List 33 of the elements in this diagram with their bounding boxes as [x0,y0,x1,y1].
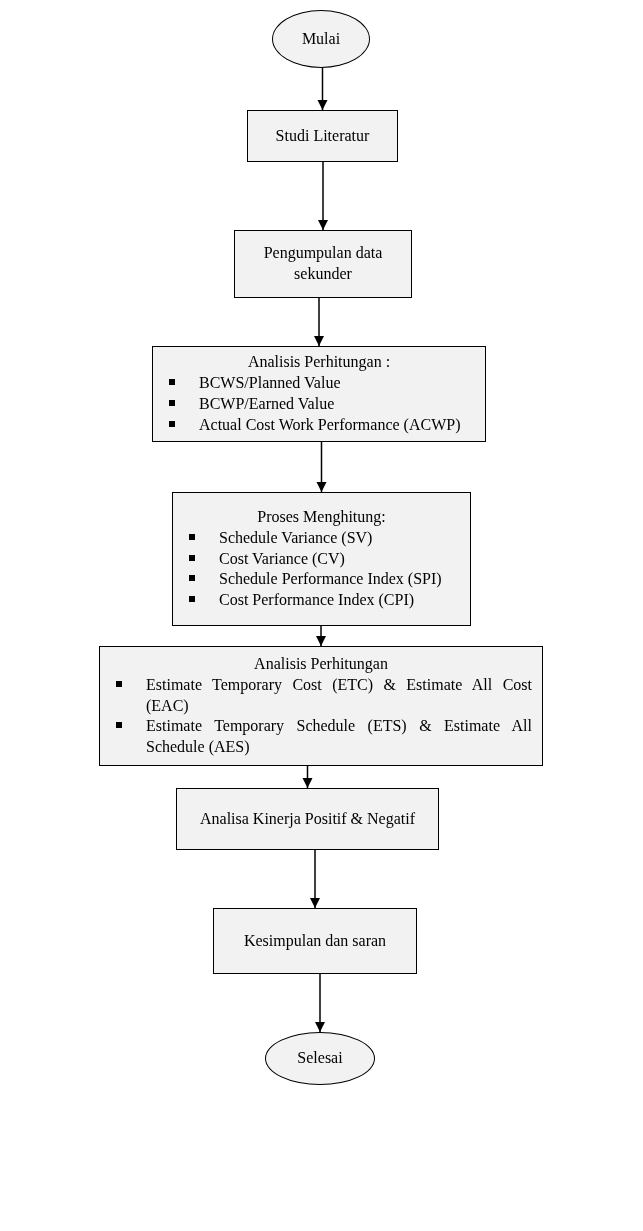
arrow [313,297,325,347]
arrow [314,973,326,1033]
arrow [317,67,328,111]
step-heading: Analisis Perhitungan : [246,352,392,373]
list-item: BCWS/Planned Value [199,373,341,394]
step-heading: Proses Menghitung: [256,507,387,528]
step-label: Kesimpulan dan saran [242,930,388,952]
list-item: Cost Performance Index (CPI) [219,590,415,611]
list-item: Schedule Variance (SV) [219,527,373,549]
list-item: Actual Cost Work Performance (ACWP) [199,414,461,435]
process-box [172,492,471,626]
step-label: Analisa Kinerja Positif & Negatif [198,808,417,830]
list-item: Estimate Temporary Schedule (ETS) & Estimate All Schedule (AES) [146,716,532,758]
process-box [99,646,543,766]
list-item: BCWP/Earned Value [199,394,335,414]
process-box [176,788,439,850]
process-box [247,110,398,162]
arrow [315,625,327,647]
step-label: Selesai [297,1048,343,1069]
process-box [234,230,412,298]
list-item: Estimate Temporary Cost (ETC) & Estimate All Cost (EAC) [146,674,532,717]
arrow [309,849,321,909]
arrow [316,441,327,493]
list-item: Cost Variance (CV) [219,548,345,570]
process-box [152,346,486,442]
arrow [302,765,313,789]
list-item: Schedule Performance Index (SPI) [219,569,442,590]
step-heading: Analisis Perhitungan [253,654,389,675]
step-label: Mulai [301,28,341,49]
step-label: Pengumpulan data sekunder [262,243,384,284]
arrow [317,161,329,231]
process-box [213,908,417,974]
step-label: Studi Literatur [274,125,371,146]
